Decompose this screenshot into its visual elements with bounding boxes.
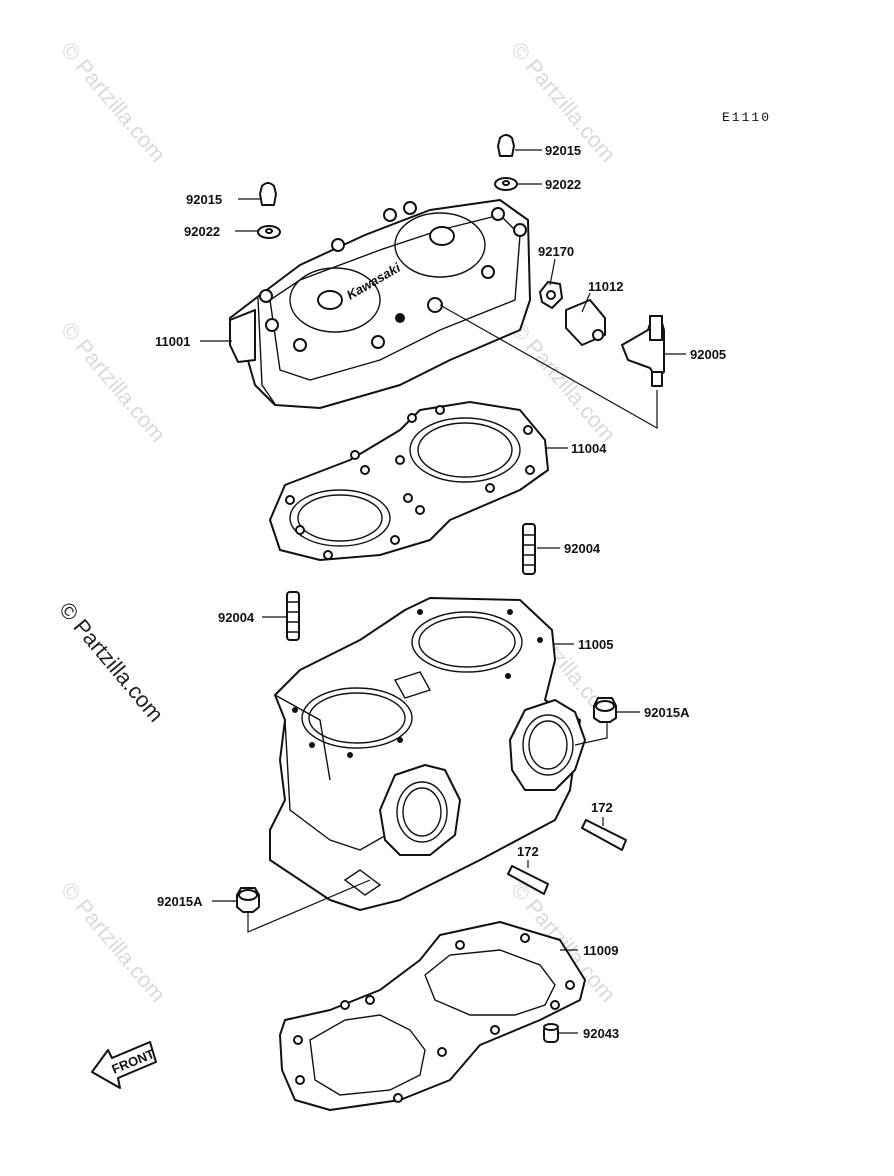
label-11001: 11001 <box>155 334 190 349</box>
callout-labels: 92015 92022 92015 92022 92170 11012 1100… <box>155 143 726 1041</box>
head-gasket-part <box>269 401 549 561</box>
watermark: © Partzilla.com <box>56 317 170 447</box>
label-92005: 92005 <box>690 347 726 362</box>
label-92022-top: 92022 <box>545 177 581 192</box>
diagram-code: E1110 <box>722 110 771 125</box>
label-11005: 11005 <box>578 637 613 652</box>
label-11004: 11004 <box>571 441 607 456</box>
label-172-right: 172 <box>591 800 613 815</box>
watermark: © Partzilla.com <box>56 877 170 1007</box>
label-11012: 11012 <box>588 279 623 294</box>
label-92004-right: 92004 <box>564 541 601 556</box>
clip-part <box>539 281 563 309</box>
label-92015-left: 92015 <box>186 192 222 207</box>
base-gasket-part <box>279 921 586 1111</box>
dowel-part <box>543 1023 559 1043</box>
cap-nut-left <box>259 182 277 206</box>
flange-nut-right <box>593 697 617 723</box>
label-11009: 11009 <box>583 943 618 958</box>
nipple-part <box>621 315 665 387</box>
watermark-main: © Partzilla.com <box>54 597 168 727</box>
stud-right <box>522 523 536 575</box>
washer-top <box>494 177 518 191</box>
cylinder-head-part: Kawasaki <box>229 199 531 409</box>
label-92015A-left: 92015A <box>157 894 203 909</box>
label-92015-top: 92015 <box>545 143 581 158</box>
watermark: © Partzilla.com <box>56 37 170 167</box>
washer-left <box>257 225 281 239</box>
cap-nut-top <box>497 134 515 157</box>
flange-nut-left <box>236 887 260 913</box>
label-92022-left: 92022 <box>184 224 220 239</box>
stud-172-left <box>507 865 549 895</box>
label-92043: 92043 <box>583 1026 619 1041</box>
leader-lines <box>200 149 686 1034</box>
label-92004-left: 92004 <box>218 610 255 625</box>
label-172-left: 172 <box>517 844 539 859</box>
fitting-part <box>565 299 606 346</box>
front-arrow-icon: FRONT <box>91 1041 157 1089</box>
stud-172-right <box>581 819 627 851</box>
stud-left <box>286 591 300 641</box>
label-92170: 92170 <box>538 244 574 259</box>
cylinder-part <box>269 597 586 911</box>
label-92015A-right: 92015A <box>644 705 690 720</box>
